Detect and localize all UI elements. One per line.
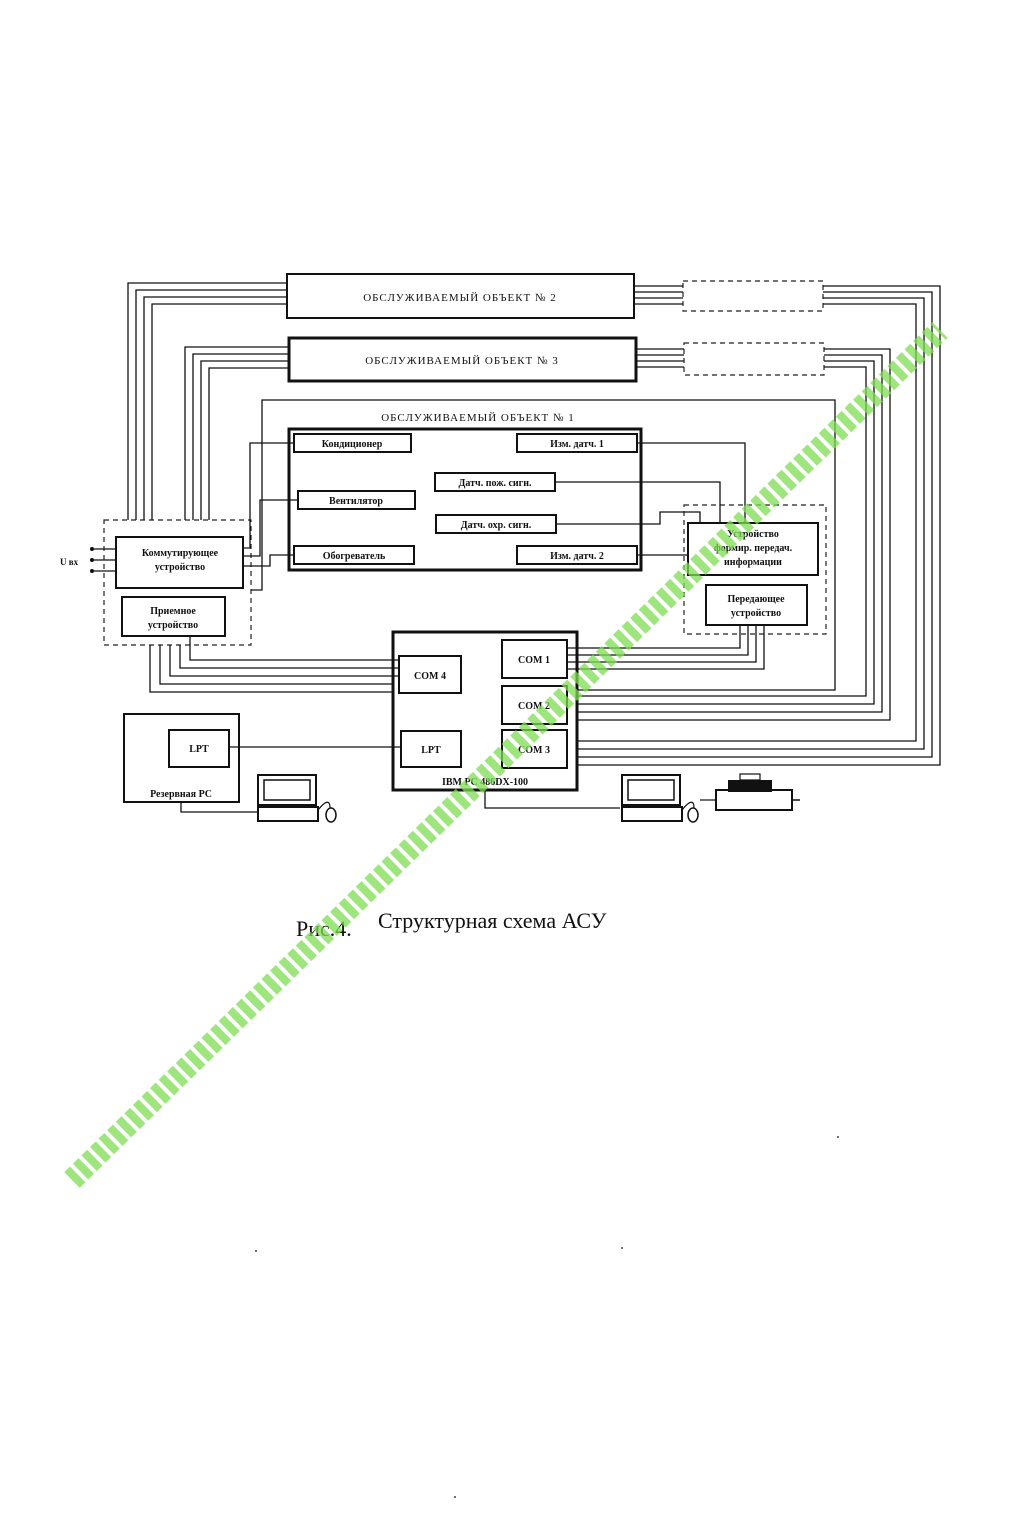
object-3-label: ОБСЛУЖИВАЕМЫЙ ОБЪЕКТ № 3 bbox=[365, 355, 559, 367]
com1-box bbox=[501, 639, 568, 679]
wiring bbox=[127, 282, 941, 813]
transmitter-label-2: устройство bbox=[731, 608, 781, 619]
com2-label: COM 2 bbox=[518, 701, 550, 712]
input-voltage-label: U вх bbox=[60, 557, 79, 567]
meas-sensor-2-label: Изм. датч. 2 bbox=[550, 551, 604, 562]
backup-lpt-label: LPT bbox=[189, 744, 209, 755]
heater-label: Обогреватель bbox=[323, 551, 386, 562]
switching-device-label-2: устройство bbox=[155, 562, 205, 573]
object-1-label: ОБСЛУЖИВАЕМЫЙ ОБЪЕКТ № 1 bbox=[381, 412, 575, 424]
main-lpt-box bbox=[400, 730, 462, 768]
info-former-label-3: информации bbox=[724, 557, 782, 568]
conditioner-label: Кондиционер bbox=[322, 439, 383, 450]
object-3-box bbox=[287, 336, 638, 383]
info-former-box bbox=[687, 522, 819, 576]
receiver-device-label-2: устройство bbox=[148, 620, 198, 631]
scan-speck bbox=[454, 1496, 456, 1498]
main-workstation-icon bbox=[621, 774, 716, 823]
meas-sensor-1-label: Изм. датч. 1 bbox=[550, 439, 604, 450]
switching-device-box bbox=[115, 536, 244, 589]
backup-workstation-icon bbox=[257, 774, 337, 823]
fire-sensor-label: Датч. пож. сигн. bbox=[459, 478, 532, 489]
receiver-device-label-1: Приемное bbox=[150, 606, 196, 617]
object-3-remote-dashed-box bbox=[683, 342, 825, 376]
scan-speck bbox=[837, 1136, 839, 1138]
diagonal-watermark bbox=[64, 322, 948, 1188]
caption-text: Структурная схема АСУ bbox=[378, 908, 607, 933]
main-lpt-label: LPT bbox=[421, 745, 441, 756]
security-sensor-label: Датч. охр. сигн. bbox=[461, 520, 532, 531]
transmitter-label-1: Передающее bbox=[727, 594, 785, 605]
object-2-remote-dashed-box bbox=[682, 280, 824, 312]
com1-label: COM 1 bbox=[518, 655, 550, 666]
main-pc-name: IBM PC 486DX-100 bbox=[442, 777, 528, 788]
com3-box bbox=[501, 729, 568, 769]
fan-label: Вентилятор bbox=[329, 496, 383, 507]
object-2-box bbox=[286, 273, 635, 319]
info-former-label-1: Устройство bbox=[727, 529, 779, 540]
object-2-label: ОБСЛУЖИВАЕМЫЙ ОБЪЕКТ № 2 bbox=[363, 292, 557, 304]
printer-icon bbox=[715, 773, 800, 811]
scan-speck bbox=[621, 1247, 623, 1249]
com3-label: COM 3 bbox=[518, 745, 550, 756]
switching-device-label-1: Коммутирующее bbox=[142, 548, 219, 559]
com4-box bbox=[398, 655, 462, 694]
scan-speck bbox=[255, 1250, 257, 1252]
input-terminals bbox=[90, 547, 116, 573]
left-unit-dashed-frame bbox=[103, 519, 252, 646]
backup-lpt-box bbox=[168, 729, 230, 768]
receiver-device-box bbox=[121, 596, 226, 637]
com4-label: COM 4 bbox=[414, 671, 446, 682]
info-former-label-2: формир. передач. bbox=[714, 543, 793, 554]
transmitter-box bbox=[705, 584, 808, 626]
backup-pc-name: Резервная PC bbox=[150, 789, 212, 800]
